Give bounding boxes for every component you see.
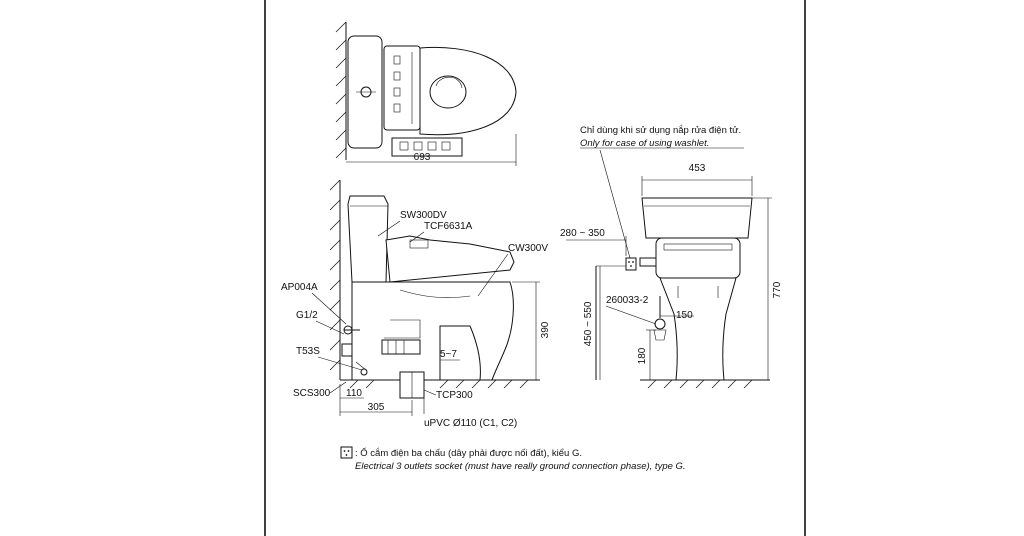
dim-150: 150	[676, 310, 693, 321]
dim-305: 305	[368, 402, 385, 413]
side-view: SW300DV TCF6631A CW300V AP004A G1/2 T53S…	[281, 179, 551, 429]
dim-390: 390	[540, 321, 551, 338]
label-scs300: SCS300	[293, 388, 331, 399]
dim-5-7: 5~7	[440, 349, 457, 360]
dim-450-550: 450 ~ 550	[583, 301, 594, 346]
label-tcp300: TCP300	[436, 390, 473, 401]
dim-280-350: 280 ~ 350	[560, 228, 605, 239]
label-t53s: T53S	[296, 346, 320, 357]
socket-note-en: Electrical 3 outlets socket (must have r…	[355, 461, 686, 472]
dim-770: 770	[772, 281, 783, 298]
dim-110: 110	[346, 388, 362, 399]
label-tcf6631a: TCF6631A	[424, 221, 473, 232]
top-view: 693	[335, 21, 517, 166]
socket-symbol-icon	[340, 446, 353, 459]
label-upvc: uPVC Ø110 (C1, C2)	[424, 418, 517, 429]
dim-693: 693	[414, 152, 431, 163]
note-washlet-vi: Chỉ dùng khi sử dụng nắp rửa điện tử.	[580, 125, 741, 136]
label-cw300v: CW300V	[508, 243, 548, 254]
label-260033-2: 260033-2	[606, 295, 649, 306]
dim-180: 180	[637, 347, 648, 364]
footer-note: : Ổ cắm điện ba chấu (dây phải được nối …	[340, 446, 686, 472]
front-view: Chỉ dùng khi sử dụng nắp rửa điện tử. On…	[560, 125, 783, 389]
socket-note-vi: : Ổ cắm điện ba chấu (dây phải được nối …	[355, 447, 582, 459]
label-ap004a: AP004A	[281, 282, 318, 293]
note-washlet-en: Only for case of using washlet.	[580, 138, 709, 149]
dim-453: 453	[689, 163, 706, 174]
label-sw300dv: SW300DV	[400, 210, 447, 221]
label-g1-2: G1/2	[296, 310, 318, 321]
